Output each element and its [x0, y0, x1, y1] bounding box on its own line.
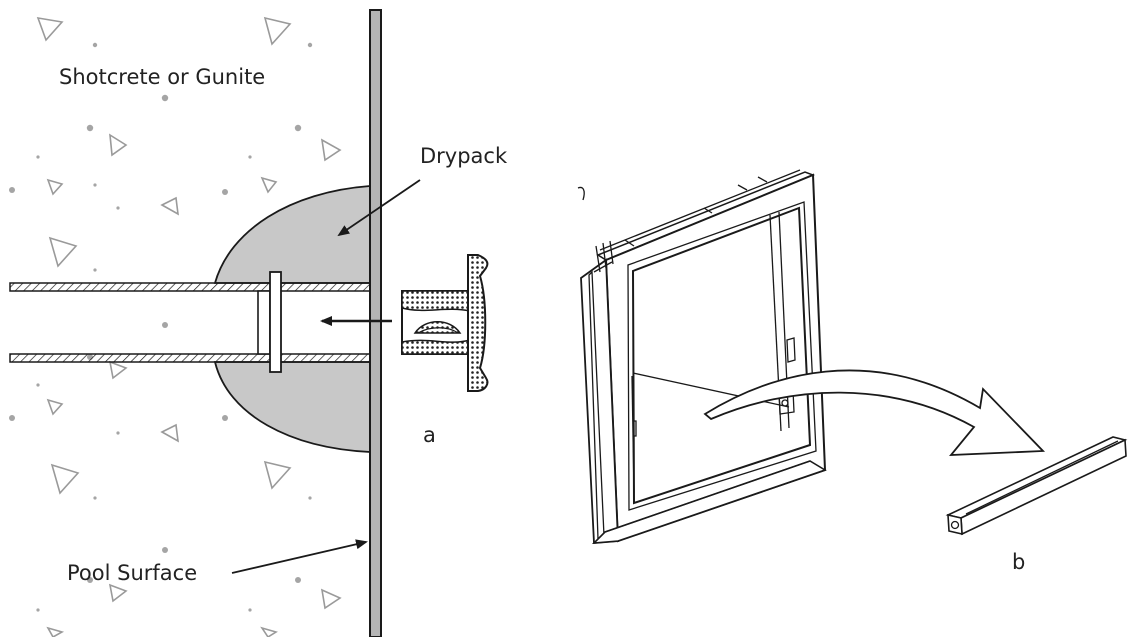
label-pool-surface: Pool Surface — [67, 561, 197, 585]
frame — [577, 169, 827, 544]
drypack — [213, 185, 371, 453]
concrete-dots — [9, 42, 357, 612]
drypack-lower — [213, 361, 371, 453]
fitting-a — [401, 254, 489, 392]
pool-surface-leader — [231, 539, 368, 574]
pipe — [9, 271, 371, 373]
label-part-a: a — [423, 423, 436, 447]
label-concrete: Shotcrete or Gunite — [59, 65, 265, 89]
curved-arrow — [703, 369, 1046, 456]
concrete-texture — [36, 16, 342, 637]
drypack-upper — [213, 185, 371, 284]
bar-b — [945, 436, 1128, 536]
pool-wall — [369, 9, 382, 637]
label-drypack: Drypack — [420, 144, 508, 168]
drypack-leader — [337, 179, 421, 237]
label-part-b: b — [1012, 550, 1025, 574]
